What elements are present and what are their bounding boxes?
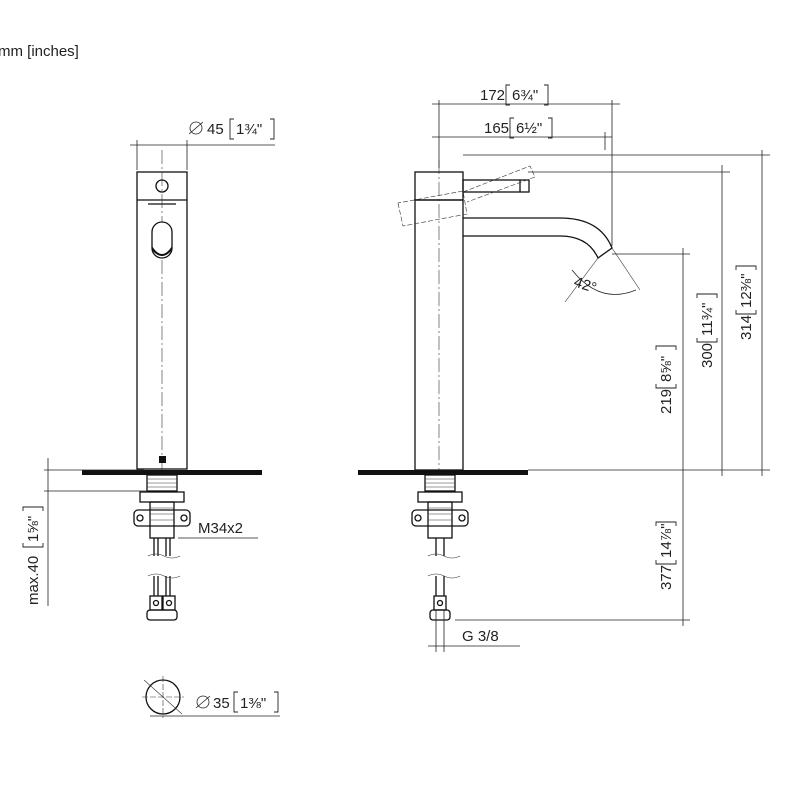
svg-text:6¾": 6¾" [512,87,538,104]
dim-hose-diameter: 35 1⅜" [142,676,280,718]
svg-text:172: 172 [480,87,505,104]
dim-body-diameter: 45 1¾" [188,118,275,140]
side-lever [462,179,530,193]
svg-text:14⅞": 14⅞" [658,523,675,558]
svg-text:12⅜": 12⅜" [738,273,755,308]
side-mounting-assembly [411,474,469,621]
svg-text:314: 314 [738,315,755,340]
svg-text:1¾": 1¾" [236,121,262,138]
side-spout [463,217,613,259]
dim-spout-reach: 165 6½" [484,117,553,139]
dim-max-depth: max.40 1⅝" [22,506,44,605]
units-label: mm [inches] [0,43,79,60]
svg-text:377: 377 [658,565,675,590]
svg-text:1⅝": 1⅝" [25,516,42,542]
aerator-slot [151,221,173,259]
front-mounting-assembly [133,474,191,621]
svg-text:6½": 6½" [516,120,542,137]
lever-rotated-outline [397,190,468,227]
svg-text:35: 35 [213,695,230,712]
svg-text:219: 219 [658,389,675,414]
svg-text:165: 165 [484,120,509,137]
svg-text:1⅜": 1⅜" [240,695,266,712]
svg-text:300: 300 [699,343,716,368]
dim-body-height: 300 11¾" [696,293,718,368]
thread-label: M34x2 [198,520,243,537]
side-view: 42° [358,84,770,652]
dim-hose-length: 377 14⅞" [655,521,677,590]
spout-angle-label: 42° [572,274,599,297]
svg-text:11¾": 11¾" [699,303,716,336]
svg-text:45: 45 [207,121,224,138]
connection-label: G 3/8 [462,628,499,645]
dim-overall-reach: 172 6¾" [480,84,549,106]
front-view: 45 1¾" M34x2 max.40 1⅝" 35 [22,118,280,718]
dim-total-height: 314 12⅜" [735,265,757,340]
front-countertop [82,470,262,475]
side-countertop [358,470,528,475]
lever-knob-icon [155,179,169,193]
svg-text:8⅝": 8⅝" [658,356,675,382]
dim-spout-clearance: 219 8⅝" [655,345,677,414]
svg-text:max.40: max.40 [25,556,42,605]
